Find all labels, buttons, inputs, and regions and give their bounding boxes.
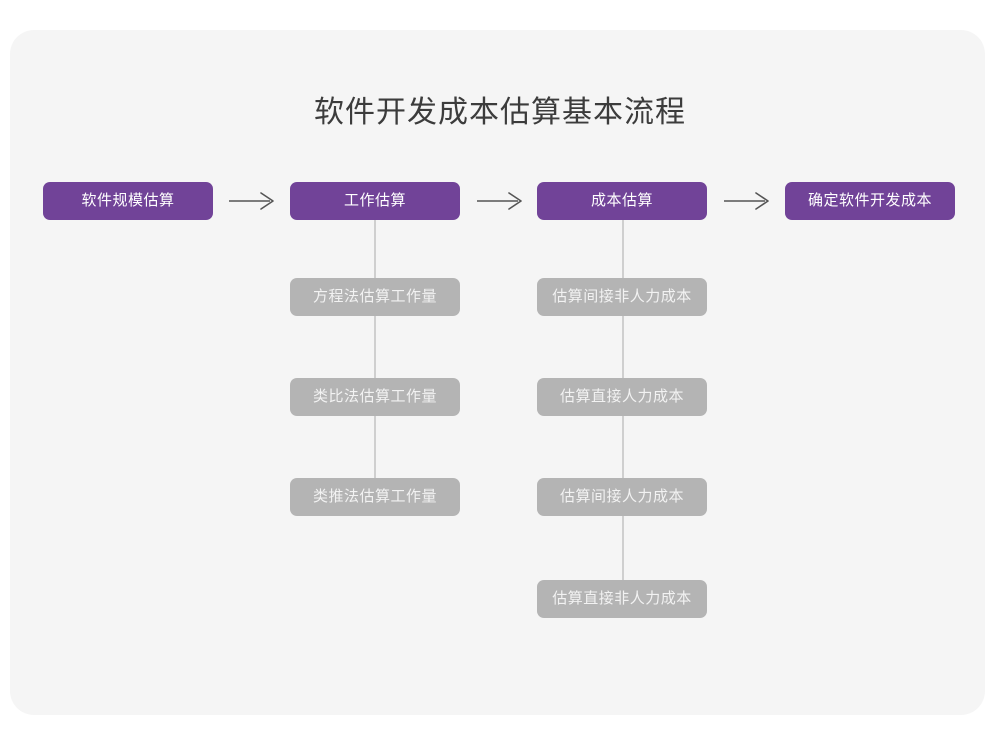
stage-box-cost-estimation[interactable]: 成本估算 <box>537 182 707 220</box>
stage-box-effort-estimation[interactable]: 工作估算 <box>290 182 460 220</box>
diagram-card-background <box>10 30 985 715</box>
substep-box-direct-labor-cost[interactable]: 估算直接人力成本 <box>537 378 707 416</box>
substep-box-direct-nonlabor-cost[interactable]: 估算直接非人力成本 <box>537 580 707 618</box>
connector-line-stage2 <box>374 216 376 516</box>
arrow-stage1-to-stage2 <box>228 189 276 213</box>
connector-line-stage3 <box>622 216 624 616</box>
stage-box-determine-development-cost[interactable]: 确定软件开发成本 <box>785 182 955 220</box>
substep-box-inference-effort[interactable]: 类推法估算工作量 <box>290 478 460 516</box>
substep-box-equation-effort[interactable]: 方程法估算工作量 <box>290 278 460 316</box>
substep-box-indirect-labor-cost[interactable]: 估算间接人力成本 <box>537 478 707 516</box>
substep-box-analogy-effort[interactable]: 类比法估算工作量 <box>290 378 460 416</box>
arrow-stage2-to-stage3 <box>476 189 524 213</box>
page-title: 软件开发成本估算基本流程 <box>314 96 686 129</box>
arrow-stage3-to-stage4 <box>723 189 771 213</box>
stage-box-software-scale-estimation[interactable]: 软件规模估算 <box>43 182 213 220</box>
substep-box-indirect-nonlabor-cost[interactable]: 估算间接非人力成本 <box>537 278 707 316</box>
